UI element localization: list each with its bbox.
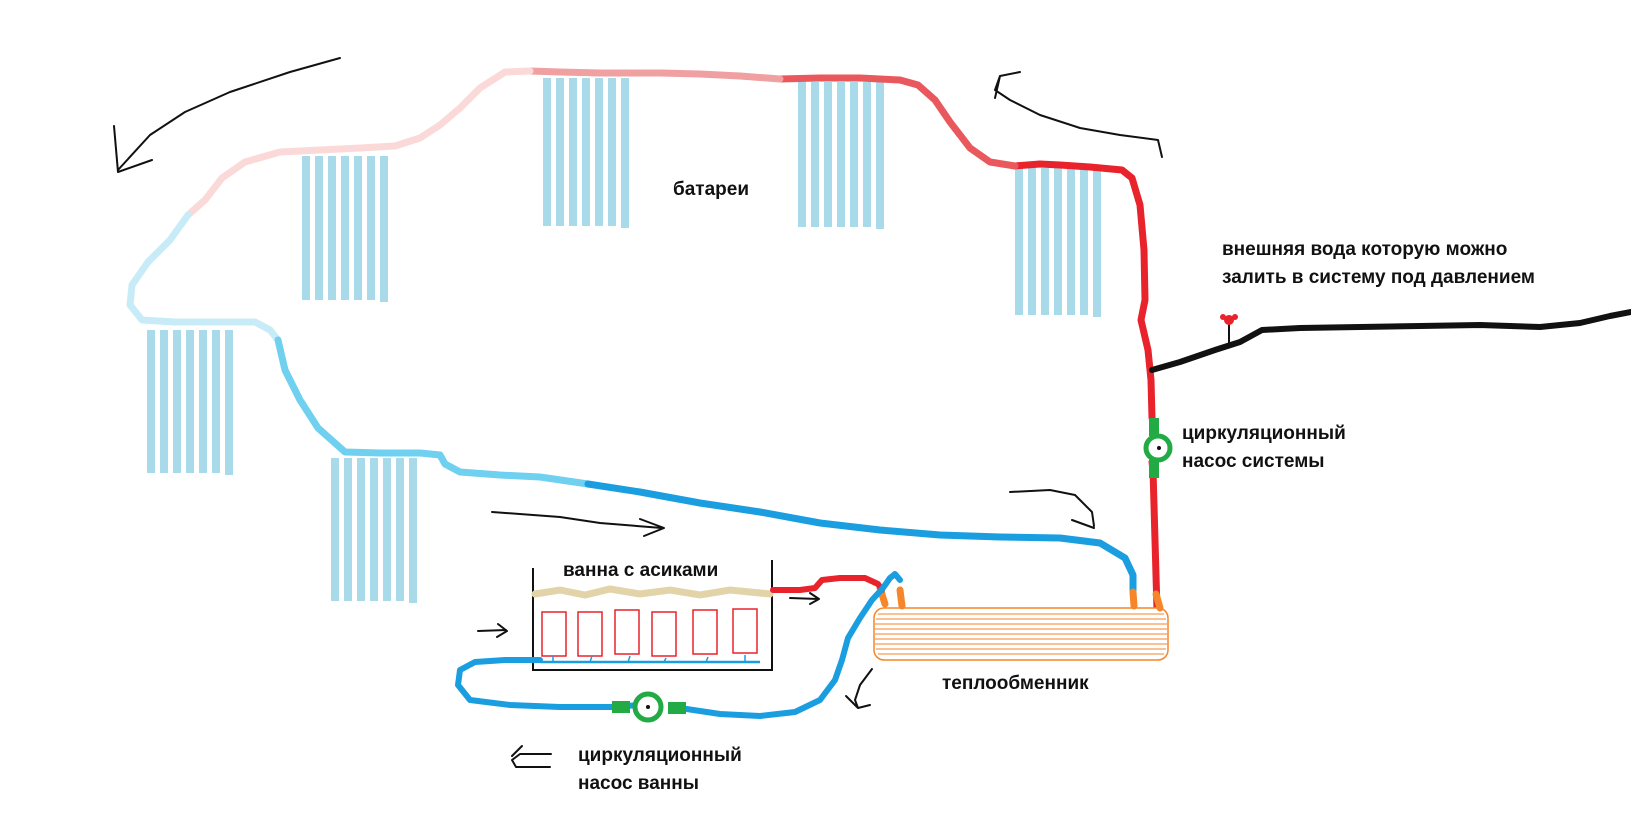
system-pump-label: циркуляционный насос системы	[1182, 420, 1346, 476]
system-pump-label-line2: насос системы	[1182, 451, 1325, 472]
asic-chip	[541, 611, 567, 657]
bath-pump-label-line1: циркуляционный	[578, 745, 742, 766]
bath-outlet-pipe	[770, 575, 885, 593]
bath-label-text: ванна с асиками	[563, 560, 719, 581]
heat-exchanger-label: теплообменник	[942, 670, 1089, 698]
external-water-label-line1: внешняя вода которую можно	[1222, 239, 1508, 260]
bath-icon	[531, 560, 774, 671]
radiator-icon	[798, 82, 884, 229]
radiator-icon	[543, 78, 629, 228]
arrow-icon	[994, 71, 1163, 158]
radiator-icon	[1015, 168, 1101, 317]
arrow-icon	[491, 511, 665, 537]
radiator-icon	[147, 330, 233, 475]
arrow-icon	[845, 668, 873, 709]
arrow-icon	[789, 592, 820, 605]
system-pump-label-line1: циркуляционный	[1182, 423, 1346, 444]
heating-loop-pipe	[126, 67, 1161, 614]
asic-chip	[614, 609, 640, 655]
asic-chip	[732, 608, 758, 654]
radiator-icon	[331, 458, 417, 603]
bath-label: ванна с асиками	[563, 557, 718, 585]
radiator-icon	[302, 156, 388, 302]
external-water-label-line2: залить в систему под давлением	[1222, 267, 1535, 288]
external-water-label: внешняя вода которую можно залить в сист…	[1222, 236, 1535, 292]
arrow-icon	[477, 623, 508, 638]
batteries-label-text: батареи	[673, 179, 750, 200]
arrow-icon	[113, 57, 341, 173]
asic-chip	[692, 609, 718, 655]
heat-exchanger-icon	[873, 584, 1169, 661]
radiators	[147, 78, 1101, 603]
external-water-pipe	[1149, 309, 1631, 373]
arrow-icon	[511, 745, 552, 768]
asic-chip	[577, 611, 603, 657]
bath-pump-label-line2: насос ванны	[578, 773, 699, 794]
bath-pump-label: циркуляционный насос ванны	[578, 742, 742, 798]
asic-chip	[651, 611, 677, 657]
pump-icon	[612, 691, 686, 723]
pump-icon	[1143, 418, 1173, 478]
foam	[531, 585, 774, 599]
arrow-icon	[1009, 489, 1095, 529]
heat-exchanger-label-text: теплообменник	[942, 673, 1089, 694]
batteries-label: батареи	[673, 176, 749, 204]
bath-loop-pipe	[455, 571, 903, 719]
valve-icon	[1220, 314, 1238, 344]
